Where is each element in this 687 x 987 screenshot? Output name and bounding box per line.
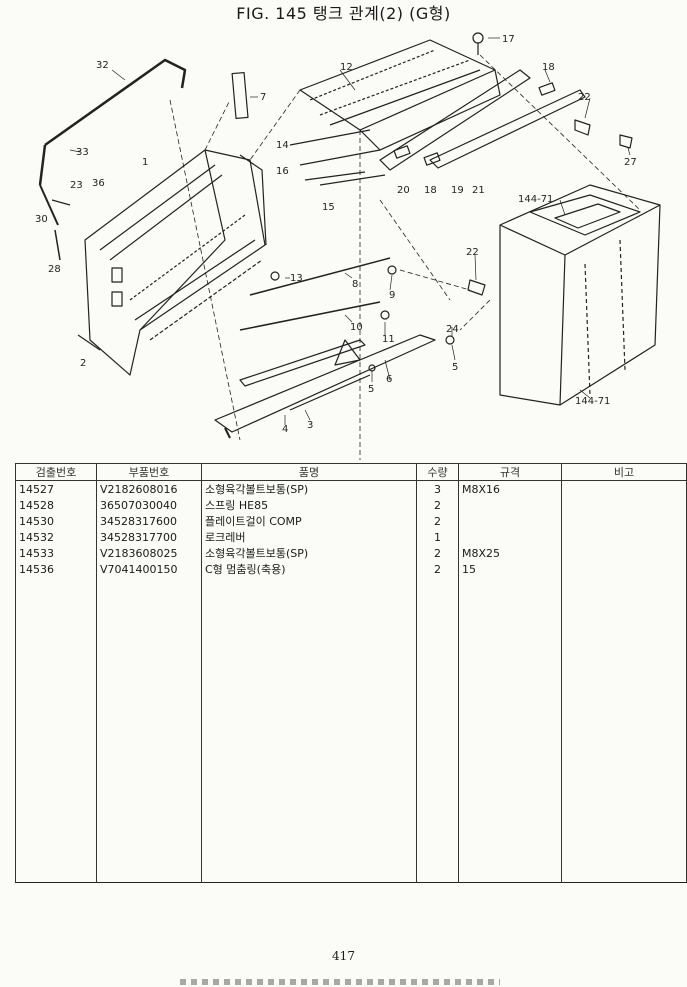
right-tank — [499, 184, 661, 406]
tank-frame — [84, 149, 266, 376]
cell-part-name: 로크레버 — [201, 529, 417, 545]
callout-number: 17 — [502, 34, 515, 45]
callout-number: 19 — [451, 185, 464, 196]
bottom-channel — [214, 334, 436, 433]
callout-number: 36 — [92, 178, 105, 189]
table-row: 14533 V2183608025 소형육각볼트보통(SP) 2 M8X25 — [15, 545, 687, 561]
cell-quantity: 1 — [416, 529, 459, 545]
cell-quantity: 2 — [416, 561, 459, 577]
callout-number: 18 — [424, 185, 437, 196]
scan-artifact — [180, 979, 500, 985]
callout-number: 18 — [542, 62, 555, 73]
header-part-name: 품명 — [201, 463, 417, 481]
callout-number: 28 — [48, 264, 61, 275]
callout-number: 144-71 — [518, 194, 553, 205]
callout-number: 8 — [352, 279, 358, 290]
header-quantity: 수량 — [416, 463, 459, 481]
table-row: 14532 34528317700 로크레버 1 — [15, 529, 687, 545]
cell-remarks — [561, 513, 687, 529]
callout-number: 11 — [382, 334, 395, 345]
cell-spec — [458, 497, 562, 513]
callout-number: 22 — [466, 247, 479, 258]
cell-code: 14528 — [15, 497, 97, 513]
cell-part-name: C형 멈춤링(축용) — [201, 561, 417, 577]
callout-number: 22 — [578, 92, 591, 103]
cell-code: 14536 — [15, 561, 97, 577]
cell-part-name: 스프링 HE85 — [201, 497, 417, 513]
cell-part-number: 34528317700 — [96, 529, 202, 545]
table-row: 14528 36507030040 스프링 HE85 2 — [15, 497, 687, 513]
cell-remarks — [561, 497, 687, 513]
cell-spec: 15 — [458, 561, 562, 577]
callout-number: 2 — [80, 358, 86, 369]
header-part-number: 부품번호 — [96, 463, 202, 481]
callout-number: 12 — [340, 62, 353, 73]
callout-number: 32 — [96, 60, 109, 71]
cell-remarks — [561, 529, 687, 545]
callout-number: 3 — [307, 420, 313, 431]
table-header-row: 검출번호 부품번호 품명 수량 규격 비고 — [15, 463, 687, 481]
callout-number: 144-71 — [575, 396, 610, 407]
parts-table: 검출번호 부품번호 품명 수량 규격 비고 14527 V2182608016 … — [15, 463, 687, 883]
page-number: 417 — [332, 949, 355, 963]
top-panel — [299, 39, 496, 131]
callout-number: 20 — [397, 185, 410, 196]
callout-number: 6 — [386, 374, 392, 385]
cell-code: 14527 — [15, 480, 97, 497]
cell-part-number: 36507030040 — [96, 497, 202, 513]
cell-spec — [458, 529, 562, 545]
handle-rod — [44, 58, 187, 147]
callout-number: 21 — [472, 185, 485, 196]
cell-remarks — [561, 480, 687, 497]
callout-number: 4 — [282, 424, 288, 435]
figure-title: FIG. 145 탱크 관계(2) (G형) — [236, 4, 451, 23]
cell-quantity: 3 — [416, 480, 459, 497]
cell-quantity: 2 — [416, 545, 459, 561]
callout-number: 10 — [350, 322, 363, 333]
cell-part-number: 34528317600 — [96, 513, 202, 529]
cell-quantity: 2 — [416, 497, 459, 513]
cell-code: 14530 — [15, 513, 97, 529]
callout-number: 15 — [322, 202, 335, 213]
cell-quantity: 2 — [416, 513, 459, 529]
callout-number: 13 — [290, 273, 303, 284]
cell-part-number: V2183608025 — [96, 545, 202, 561]
callout-number: 14 — [276, 140, 289, 151]
callout-number: 33 — [76, 147, 89, 158]
callout-number: 9 — [389, 290, 395, 301]
callout-number: 7 — [260, 92, 266, 103]
cell-part-number: V7041400150 — [96, 561, 202, 577]
cell-part-name: 플레이트걸이 COMP — [201, 513, 417, 529]
cell-part-name: 소형육각볼트보통(SP) — [201, 480, 417, 497]
callout-number: 1 — [142, 157, 148, 168]
header-code: 검출번호 — [15, 463, 97, 481]
callout-number: 5 — [452, 362, 458, 373]
cell-code: 14533 — [15, 545, 97, 561]
callout-number: 16 — [276, 166, 289, 177]
cell-spec: M8X16 — [458, 480, 562, 497]
table-empty-space — [15, 577, 687, 883]
cell-part-name: 소형육각볼트보통(SP) — [201, 545, 417, 561]
callout-number: 30 — [35, 214, 48, 225]
table-row: 14536 V7041400150 C형 멈춤링(축용) 2 15 — [15, 561, 687, 577]
exploded-parts-diagram: 32 33 30 23 36 28 1 7 2 12 14 16 15 17 1… — [35, 32, 661, 460]
callout-number: 5 — [368, 384, 374, 395]
cell-spec — [458, 513, 562, 529]
cell-spec: M8X25 — [458, 545, 562, 561]
cell-remarks — [561, 545, 687, 561]
cell-code: 14532 — [15, 529, 97, 545]
table-row: 14530 34528317600 플레이트걸이 COMP 2 — [15, 513, 687, 529]
cell-remarks — [561, 561, 687, 577]
callout-number: 23 — [70, 180, 83, 191]
callout-numbers: 32 33 30 23 36 28 1 7 2 12 14 16 15 17 1… — [35, 34, 637, 435]
small-plate — [231, 71, 249, 120]
callout-number: 27 — [624, 157, 637, 168]
table-row: 14527 V2182608016 소형육각볼트보통(SP) 3 M8X16 — [15, 480, 687, 497]
header-remarks: 비고 — [561, 463, 687, 481]
header-spec: 규격 — [458, 463, 562, 481]
callout-number: 24 — [446, 324, 459, 335]
cell-part-number: V2182608016 — [96, 480, 202, 497]
